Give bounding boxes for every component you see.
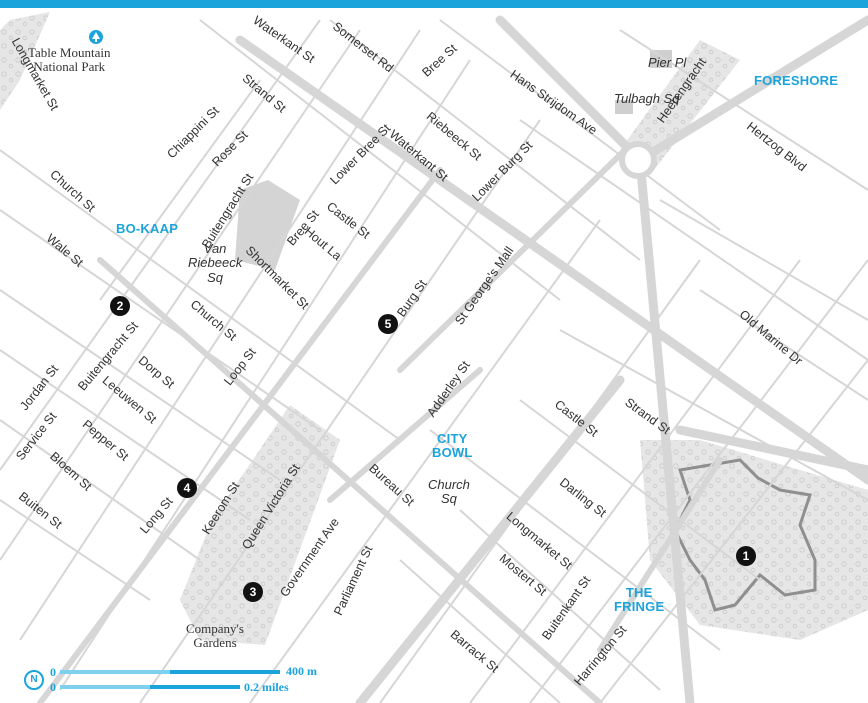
place-label-tulbagh-sq: Tulbagh Sq (614, 91, 680, 106)
square-van-riebeeck (235, 180, 300, 270)
square-tulbagh (615, 100, 633, 114)
place-label-pier-pl: Pier Pl (648, 55, 687, 70)
north-arrow-icon: N (24, 670, 44, 690)
heerengracht-median (620, 40, 740, 175)
square-pier-pl (650, 50, 672, 68)
place-label-van-riebeeck-sq: Van Riebeeck Sq (188, 241, 243, 285)
marker-2[interactable]: 2 (110, 296, 130, 316)
poi-label-table-mountain: Table Mountain National Park (28, 45, 111, 74)
marker-4[interactable]: 4 (177, 478, 197, 498)
poi-label-companys-gardens: Company's Gardens (186, 621, 244, 650)
marker-1[interactable]: 1 (736, 546, 756, 566)
scale-bar (60, 670, 280, 689)
marker-5[interactable]: 5 (378, 314, 398, 334)
tree-icon (89, 30, 103, 44)
place-label-church-sq: Church Sq (428, 477, 470, 507)
scale-zero-imperial: 0 (50, 680, 56, 694)
major-roads (235, 15, 868, 703)
area-label-the-fringe: THE FRINGE (614, 585, 665, 615)
marker-3[interactable]: 3 (243, 582, 263, 602)
area-label-bo-kaap: BO-KAAP (116, 221, 179, 236)
top-accent-bar (0, 0, 868, 8)
area-label-city-bowl: CITY BOWL (432, 431, 473, 461)
scale-zero-metric: 0 (50, 665, 56, 679)
scale-label-metric: 400 m (286, 664, 317, 678)
castle-outline (673, 458, 817, 612)
park-table-mountain (0, 12, 50, 110)
scale-label-imperial: 0.2 miles (244, 680, 289, 694)
roundabout (619, 141, 657, 179)
main-streets (37, 147, 723, 703)
area-label-foreshore: FORESHORE (754, 73, 839, 88)
